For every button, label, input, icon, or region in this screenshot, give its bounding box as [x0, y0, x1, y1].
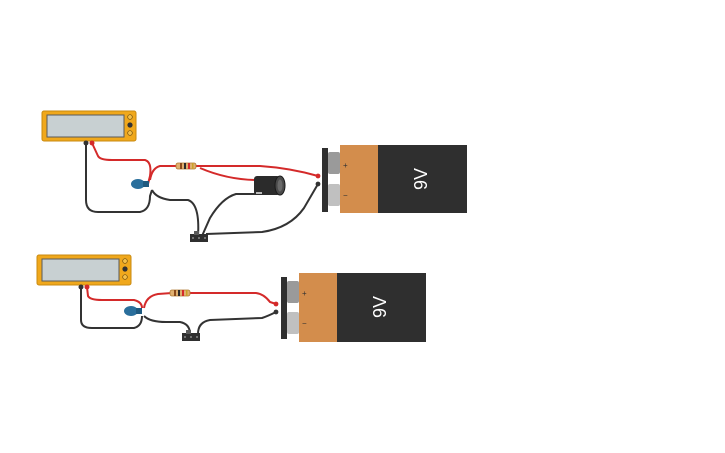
battery-body: [337, 273, 426, 342]
battery-body: [378, 145, 467, 213]
battery-terminal-plus[interactable]: [287, 281, 299, 303]
wire-led-resistor-2[interactable]: [143, 292, 173, 309]
multimeter-probe-red[interactable]: [84, 284, 90, 290]
battery-label: 9V: [411, 168, 431, 190]
battery-cap: [281, 277, 287, 339]
multimeter-probe-red[interactable]: [89, 140, 95, 146]
wire-led-resistor-1[interactable]: [149, 165, 176, 181]
capacitor-icon[interactable]: [254, 175, 286, 196]
battery-copper: [340, 145, 378, 213]
wire-resistor-battery-2[interactable]: [188, 292, 277, 305]
resistor-icon[interactable]: [169, 289, 191, 297]
battery-minus-sign: −: [302, 319, 307, 328]
battery-node-plus[interactable]: [273, 301, 279, 307]
multimeter-port-icon[interactable]: [122, 266, 128, 272]
wire-resistor-battery-1[interactable]: [196, 165, 319, 177]
wire-switch-battery-1[interactable]: [205, 183, 319, 235]
multimeter-port-icon[interactable]: [122, 258, 128, 264]
multimeter-2[interactable]: [36, 254, 132, 290]
multimeter-port-icon[interactable]: [122, 274, 128, 280]
multimeter-screen: [41, 258, 120, 282]
wire-resistor-capacitor-1[interactable]: [199, 167, 259, 181]
battery-terminal-minus[interactable]: [287, 312, 299, 334]
slide-switch-icon[interactable]: [182, 330, 200, 341]
led-icon[interactable]: [124, 306, 142, 316]
resistor-icon[interactable]: [175, 162, 197, 170]
wire-switch-battery-2[interactable]: [197, 311, 277, 335]
wire-led-switch-1[interactable]: [151, 189, 200, 237]
wire-multimeter-switch-1[interactable]: [85, 143, 153, 213]
wire-multimeter-led-2[interactable]: [86, 286, 143, 309]
multimeter-port-icon[interactable]: [127, 122, 133, 128]
battery-terminal-plus[interactable]: [328, 152, 340, 174]
battery-node-plus[interactable]: [315, 173, 321, 179]
battery-copper: [299, 273, 337, 342]
multimeter-1[interactable]: [41, 110, 137, 146]
battery-node-minus[interactable]: [315, 181, 321, 187]
battery-label: 9V: [370, 296, 390, 318]
battery-minus-sign: −: [343, 191, 348, 200]
wire-multimeter-led-1[interactable]: [91, 142, 152, 185]
battery-cap: [322, 148, 328, 212]
battery-9v-icon[interactable]: + − 9V: [315, 145, 467, 213]
battery-plus-sign: +: [302, 289, 307, 298]
circuit-2: + − 9V: [36, 254, 426, 342]
multimeter-port-icon[interactable]: [127, 130, 133, 136]
multimeter-probe-black[interactable]: [78, 284, 84, 290]
circuit-1: + − 9V: [41, 110, 467, 242]
multimeter-probe-black[interactable]: [83, 140, 89, 146]
wire-led-switch-2[interactable]: [143, 315, 191, 335]
wire-multimeter-switch-2[interactable]: [80, 287, 143, 329]
slide-switch-icon[interactable]: [190, 231, 208, 242]
led-icon[interactable]: [131, 179, 149, 189]
multimeter-port-icon[interactable]: [127, 114, 133, 120]
battery-terminal-minus[interactable]: [328, 184, 340, 206]
multimeter-screen: [46, 114, 125, 138]
battery-9v-icon[interactable]: + − 9V: [273, 273, 426, 342]
wire-capacitor-switch-1[interactable]: [201, 193, 262, 237]
battery-plus-sign: +: [343, 161, 348, 170]
battery-node-minus[interactable]: [273, 309, 279, 315]
